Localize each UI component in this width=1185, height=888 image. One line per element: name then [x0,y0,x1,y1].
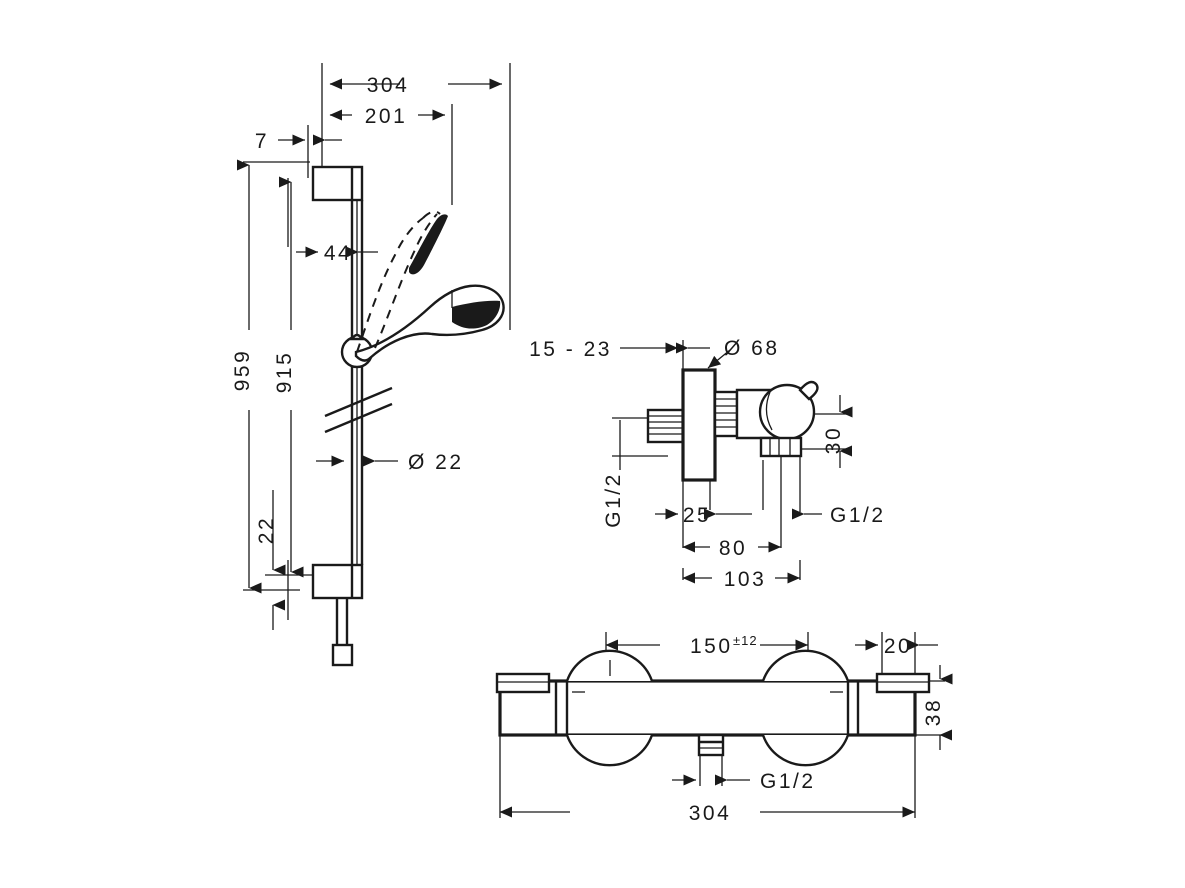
dim-label-g12-bottom: G1/2 [760,770,816,793]
dim-label-dia68: Ø 68 [724,337,780,360]
dimension-mixer-304: 304 [499,802,915,825]
dim-label-7: 7 [255,130,269,153]
dimension-valve-g12-right: G1/2 [792,504,886,527]
shower-hose [331,598,354,667]
dimension-rail-304: 304 [329,74,502,97]
dim-label-201: 201 [365,105,408,128]
dimension-rail-915: 915 [273,176,304,578]
dim-label-304-top: 304 [367,74,410,97]
dimension-mixer-150: 150 ±12 [605,633,808,658]
dim-label-22: 22 [255,516,278,544]
dimension-valve-g12-left: G1/2 [602,420,625,528]
dim-label-30: 30 [822,426,845,454]
dim-label-20: 20 [884,635,912,658]
valve-escutcheon [681,368,717,482]
hand-shower-dashed-position [356,210,441,353]
dimension-valve-25: 25 [655,504,752,527]
valve-wall-nipple [646,408,686,444]
dimension-valve-dia68: Ø 68 [676,337,780,369]
dimension-rail-201: 201 [329,105,445,128]
mixer-right-handle [761,649,850,767]
dim-label-959: 959 [231,349,254,392]
rail-break-marks [324,386,393,434]
valve-threaded-spigot [713,390,739,438]
dimension-rail-22: 22 [255,490,286,630]
view-mixer-front: 150 ±12 20 38 G1/2 [495,632,953,825]
view-valve-side: 15 - 23 Ø 68 30 G1/2 [529,337,886,591]
dim-label-15-23: 15 - 23 [529,338,612,361]
dimension-rail-dia22: Ø 22 [316,451,464,474]
dimension-mixer-g12: G1/2 [672,770,816,793]
dim-label-304-bottom: 304 [689,802,732,825]
dim-label-103: 103 [724,568,767,591]
dim-label-150: 150 [690,635,733,658]
rail-top-bracket [311,165,364,202]
mixer-body [498,679,917,737]
dimension-rail-7: 7 [255,130,342,153]
mixer-left-connector [495,672,551,694]
dim-label-38: 38 [922,698,945,726]
dim-label-25: 25 [683,504,711,527]
view-shower-rail: 304 201 7 44 [231,63,511,667]
mixer-right-connector [875,672,931,694]
valve-bottom-outlet [759,436,803,458]
dim-label-80: 80 [719,537,747,560]
dimension-rail-959: 959 [231,159,262,594]
dim-label-915: 915 [273,351,296,394]
dimension-mixer-20: 20 [855,635,938,658]
mixer-left-handle [565,649,654,767]
dimension-valve-15-23: 15 - 23 [529,338,678,361]
hand-shower-raised-head [409,214,448,275]
dimension-valve-103: 103 [682,568,800,591]
hand-shower-solid [354,284,505,362]
mixer-bottom-outlet [697,733,725,757]
dim-label-44: 44 [324,242,352,265]
rail-bottom-bracket [311,563,364,600]
dimension-valve-30: 30 [822,395,853,468]
dimension-mixer-38: 38 [922,665,953,750]
dimension-rail-44: 44 [296,242,378,265]
dim-label-g12-right: G1/2 [830,504,886,527]
dim-label-dia22: Ø 22 [408,451,464,474]
rail-extension-lines [243,63,511,620]
dim-label-150-tolerance: ±12 [733,633,758,648]
rail-bar [350,200,364,565]
dimension-valve-80: 80 [682,537,781,560]
dim-label-g12-left: G1/2 [602,472,625,528]
